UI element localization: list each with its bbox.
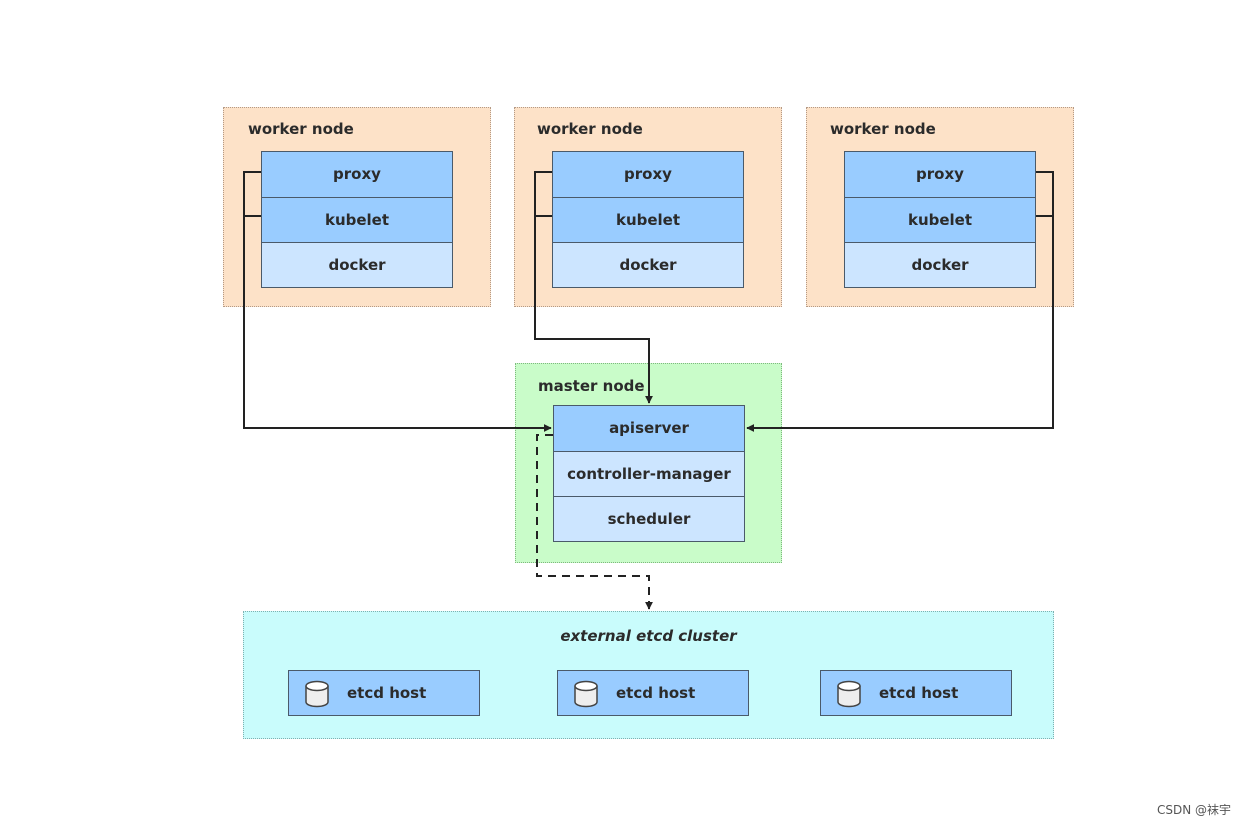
- worker-node-title: worker node: [830, 120, 936, 138]
- docker-component: docker: [262, 242, 452, 287]
- scheduler-component: scheduler: [554, 496, 744, 541]
- worker-3-to-apiserver-arrow: [747, 171, 1054, 428]
- kubelet-component: kubelet: [553, 197, 743, 242]
- etcd-host-label: etcd host: [347, 684, 427, 702]
- etcd-host-label: etcd host: [879, 684, 959, 702]
- apiserver-to-etcd-arrow: [536, 434, 653, 610]
- worker-1-to-apiserver-arrow: [243, 171, 551, 428]
- docker-component: docker: [845, 242, 1035, 287]
- database-icon: [837, 680, 861, 708]
- kubelet-component: kubelet: [845, 197, 1035, 242]
- watermark: CSDN @袜宇: [1156, 803, 1231, 817]
- etcd-host-label: etcd host: [616, 684, 696, 702]
- kubelet-component: kubelet: [262, 197, 452, 242]
- etcd-cluster-title: external etcd cluster: [560, 627, 737, 645]
- worker-3-components: proxy kubelet docker: [844, 151, 1036, 288]
- apiserver-component: apiserver: [554, 406, 744, 451]
- etcd-host-1: etcd host: [288, 670, 480, 716]
- worker-node-title: worker node: [537, 120, 643, 138]
- etcd-host-2: etcd host: [557, 670, 749, 716]
- master-components: apiserver controller-manager scheduler: [553, 405, 745, 542]
- docker-component: docker: [553, 242, 743, 287]
- worker-2-to-apiserver-arrow: [534, 171, 649, 403]
- proxy-component: proxy: [262, 152, 452, 197]
- etcd-host-3: etcd host: [820, 670, 1012, 716]
- worker-1-components: proxy kubelet docker: [261, 151, 453, 288]
- database-icon: [305, 680, 329, 708]
- master-node-title: master node: [538, 377, 645, 395]
- worker-node-title: worker node: [248, 120, 354, 138]
- controller-manager-component: controller-manager: [554, 451, 744, 496]
- proxy-component: proxy: [845, 152, 1035, 197]
- worker-2-components: proxy kubelet docker: [552, 151, 744, 288]
- proxy-component: proxy: [553, 152, 743, 197]
- database-icon: [574, 680, 598, 708]
